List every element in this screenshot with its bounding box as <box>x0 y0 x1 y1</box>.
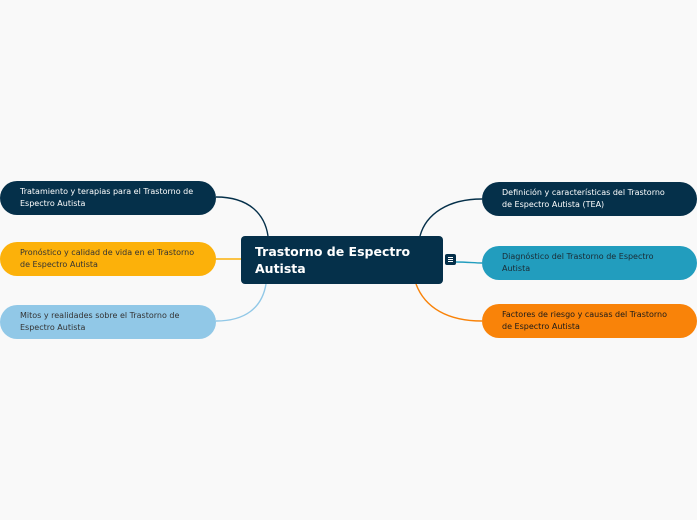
connector-mitos <box>215 283 267 322</box>
central-topic-label: Trastorno de Espectro Autista <box>255 244 411 276</box>
topic-diagnostico[interactable]: Diagnóstico del Trastorno de Espectro Au… <box>482 246 697 280</box>
topic-mitos[interactable]: Mitos y realidades sobre el Trastorno de… <box>0 305 216 339</box>
topic-label: Diagnóstico del Trastorno de Espectro Au… <box>502 252 654 273</box>
central-topic[interactable]: Trastorno de Espectro Autista <box>241 236 443 284</box>
note-icon[interactable] <box>445 254 456 265</box>
topic-pronostico[interactable]: Pronóstico y calidad de vida en el Trast… <box>0 242 216 276</box>
connector-definicion <box>419 198 483 237</box>
connector-diagnostico <box>455 261 483 264</box>
connector-tratamiento <box>215 196 269 237</box>
topic-label: Mitos y realidades sobre el Trastorno de… <box>20 311 180 332</box>
topic-label: Factores de riesgo y causas del Trastorn… <box>502 310 668 331</box>
topic-label: Pronóstico y calidad de vida en el Trast… <box>20 248 195 269</box>
topic-tratamiento[interactable]: Tratamiento y terapias para el Trastorno… <box>0 181 216 215</box>
topic-label: Tratamiento y terapias para el Trastorno… <box>20 187 194 208</box>
connector-factores <box>415 283 483 322</box>
topic-factores[interactable]: Factores de riesgo y causas del Trastorn… <box>482 304 697 338</box>
topic-label: Definición y características del Trastor… <box>502 188 665 209</box>
topic-definicion[interactable]: Definición y características del Trastor… <box>482 182 697 216</box>
